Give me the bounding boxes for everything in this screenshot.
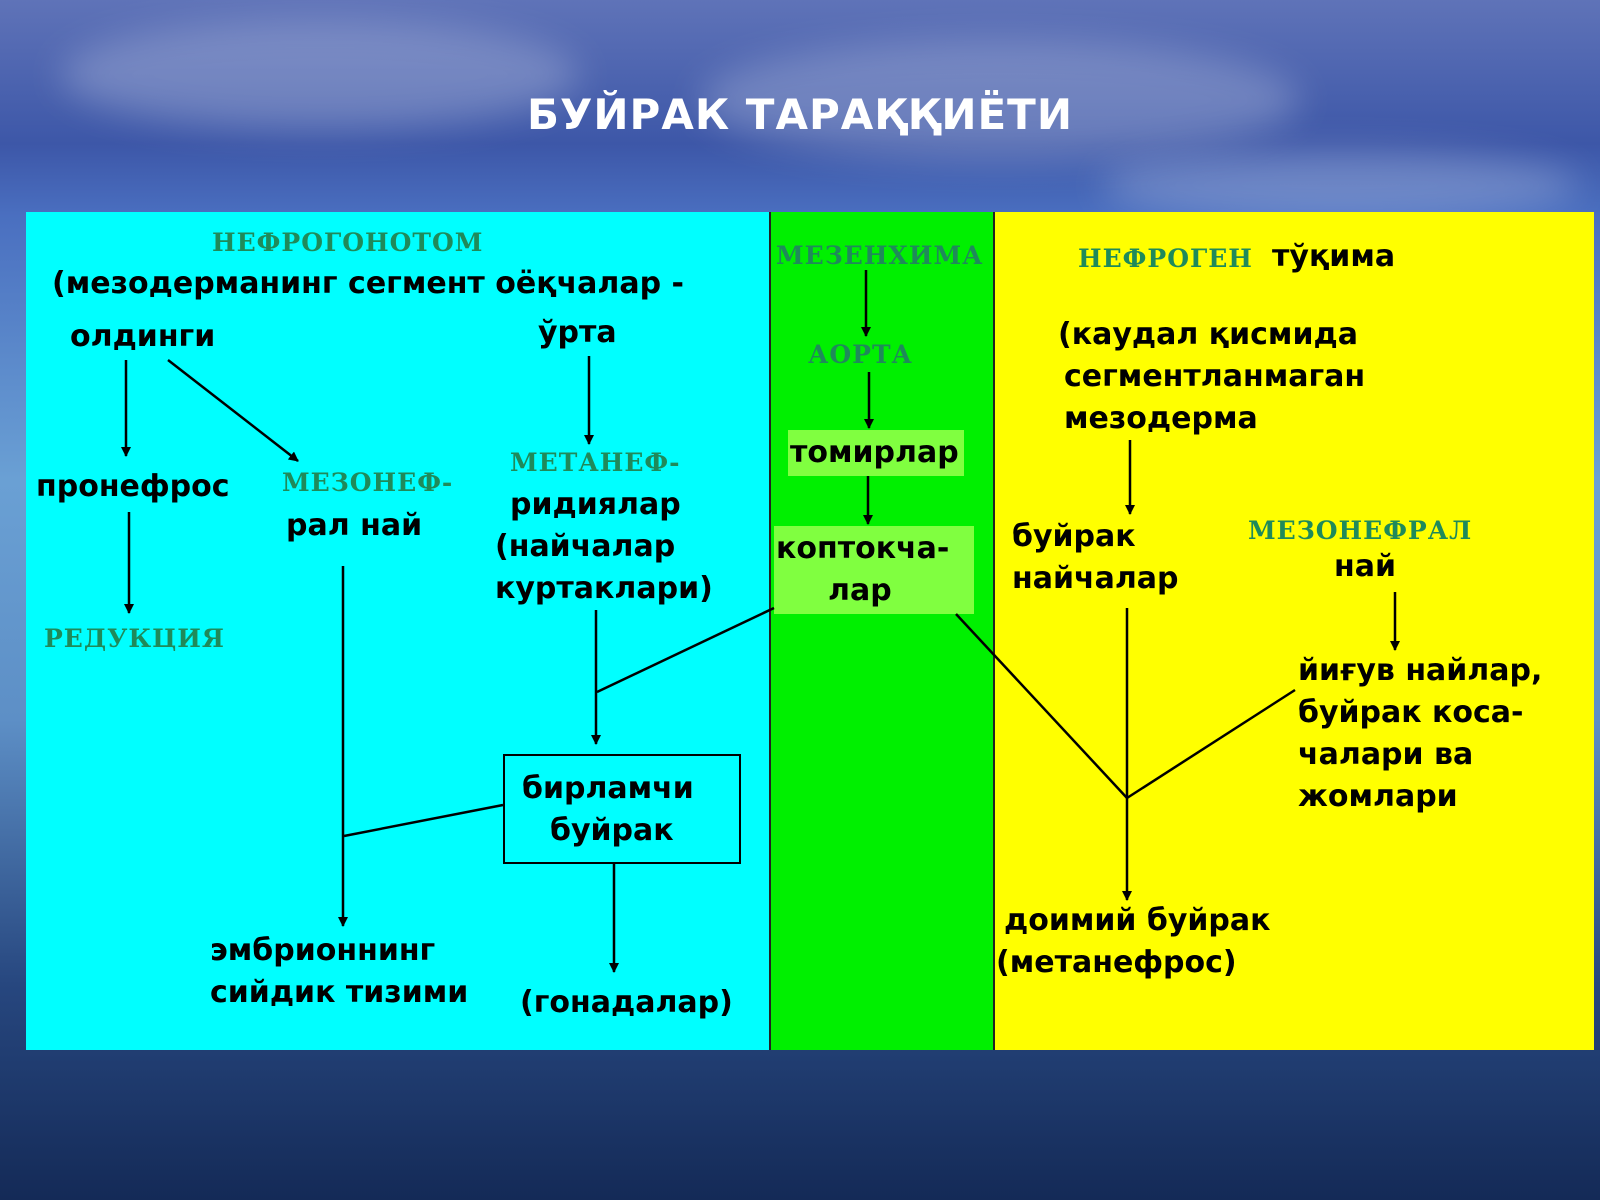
panel-divider	[769, 212, 771, 1050]
mesoderm-segment-stalks: (мезодерманинг сегмент оёқчалар -	[52, 266, 685, 301]
mesonephral-duct-line1: МЕЗОНЕФ-	[282, 468, 454, 497]
primary-kidney-line1: бирламчи	[522, 771, 694, 806]
permanent-kidney-line2: (метанефрос)	[996, 945, 1237, 980]
embryo-urinary-line2: сийдик тизими	[210, 975, 469, 1010]
kidney-tubules-line1: буйрак	[1012, 519, 1136, 554]
metanephric-line2: ридиялар	[510, 487, 681, 522]
kidney-tubules-line2: найчалар	[1012, 561, 1179, 596]
mesonephral-duct-label: най	[1334, 549, 1396, 584]
collecting-line2: буйрак коса-	[1298, 695, 1524, 730]
diagram-title: БУЙРАК ТАРАҚҚИЁТИ	[527, 90, 1073, 139]
vessels-highlight	[788, 430, 964, 476]
nephrogonotome-header: НЕФРОГОНОТОМ	[212, 228, 484, 257]
cloud	[1100, 150, 1580, 220]
primary-kidney-line2: буйрак	[550, 813, 674, 848]
arrow-anterior-mesonephral	[167, 359, 299, 462]
panel-nephrogenic-tissue	[994, 212, 1594, 1050]
line-primary-kidney-embryo	[343, 803, 504, 838]
reduction-label: РЕДУКЦИЯ	[44, 624, 225, 653]
gonads-label: (гонадалар)	[520, 985, 733, 1020]
glomeruli-line2: лар	[828, 573, 892, 608]
glomeruli-line1: коптокча-	[776, 531, 950, 566]
panel-divider	[993, 212, 995, 1050]
embryo-urinary-line1: эмбрионнинг	[210, 933, 436, 968]
metanephric-line1: МЕТАНЕФ-	[510, 448, 681, 477]
metanephric-line3: (найчалар	[495, 529, 676, 564]
caudal-line2: сегментланмаган	[1064, 359, 1366, 394]
aorta-label: АОРТА	[808, 340, 913, 369]
middle-label: ўрта	[538, 315, 617, 350]
mesonephral-header: МЕЗОНЕФРАЛ	[1248, 516, 1473, 545]
collecting-line3: чалари ва	[1298, 737, 1474, 772]
glomeruli-highlight	[774, 526, 974, 614]
line-glomeruli-to-junction	[955, 613, 1128, 799]
caudal-line1: (каудал қисмида	[1058, 317, 1358, 352]
pronephros-label: пронефрос	[36, 469, 230, 504]
collecting-line1: йиғув найлар,	[1298, 653, 1543, 688]
collecting-line4: жомлари	[1298, 779, 1458, 814]
line-glomeruli-to-metanephric	[596, 606, 775, 694]
line-collecting-to-junction	[1126, 688, 1296, 800]
metanephric-line4: куртаклари)	[495, 571, 713, 606]
vessels-label: томирлар	[790, 435, 959, 470]
caudal-line3: мезодерма	[1064, 401, 1258, 436]
cloud	[700, 40, 1300, 160]
anterior-label: олдинги	[70, 319, 216, 354]
primary-kidney-box	[503, 754, 741, 864]
panel-mesenchyme	[770, 212, 994, 1050]
nephrogenic-header-rest: тўқима	[1272, 239, 1396, 274]
panel-nephrogonotome	[26, 212, 770, 1050]
mesonephral-duct-line2: рал най	[286, 508, 423, 543]
nephrogenic-header-serif: НЕФРОГЕН	[1078, 244, 1253, 273]
cloud	[60, 20, 580, 130]
mesenchyme-header: МЕЗЕНХИМА	[776, 241, 984, 270]
permanent-kidney-line1: доимий буйрак	[1004, 903, 1271, 938]
